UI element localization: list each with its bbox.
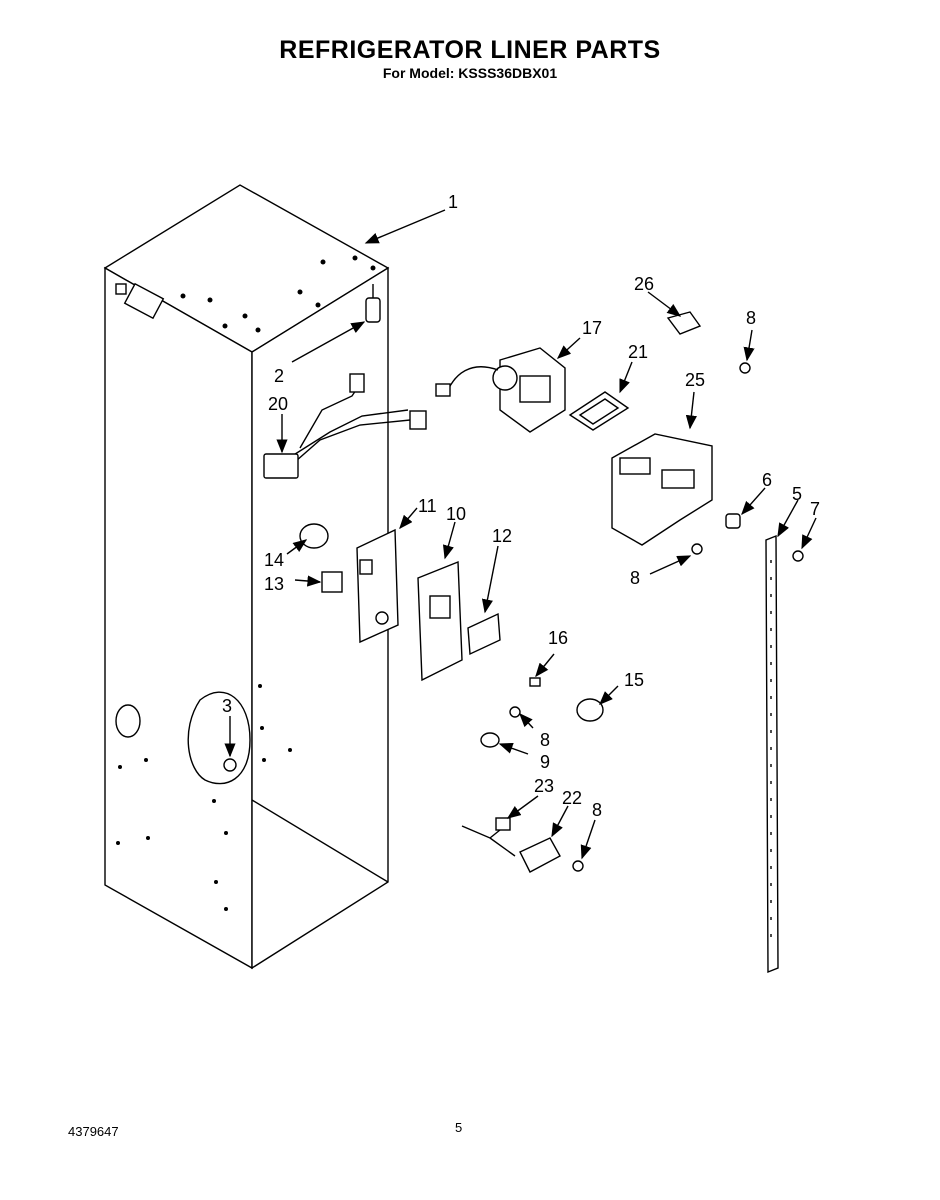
part-11-control-plate (356, 528, 399, 644)
callout-labels: 1 2 20 11 10 12 14 13 16 15 3 8 9 17 21 … (222, 192, 820, 820)
part-6-rail-clip (725, 513, 741, 529)
callout-25: 25 (685, 370, 705, 390)
part-25-control-cover (611, 433, 713, 546)
callout-7: 7 (810, 499, 820, 519)
callout-10: 10 (446, 504, 466, 524)
part-2-light-socket (365, 284, 381, 323)
part-12-pad (467, 612, 501, 656)
callout-leaders (224, 209, 817, 860)
part-23-wire-lead (461, 817, 516, 857)
callout-11: 11 (418, 496, 437, 516)
callout-16: 16 (548, 628, 568, 648)
callout-21: 21 (628, 342, 648, 362)
screw-fasteners (480, 362, 804, 872)
part-14-knob (299, 523, 329, 549)
callout-15: 15 (624, 670, 644, 690)
part-20-wire-harness (263, 373, 427, 479)
part-15-bulb-socket (576, 698, 604, 722)
part-5-shelf-rail (765, 534, 779, 974)
callout-14: 14 (264, 550, 284, 570)
part-22-sensor (519, 837, 561, 873)
callout-13: 13 (264, 574, 284, 594)
part-10-bracket (417, 560, 463, 682)
part-17-thermostat-housing (435, 347, 566, 433)
document-number: 4379647 (68, 1124, 119, 1139)
page-number: 5 (455, 1120, 463, 1135)
liner-mounting-holes (116, 255, 376, 911)
callout-3: 3 (222, 696, 232, 716)
part-26-bracket (666, 311, 702, 335)
callout-8-lower: 8 (540, 730, 550, 750)
page-title: REFRIGERATOR LINER PARTS (279, 36, 661, 64)
callout-6: 6 (762, 470, 772, 490)
callout-12: 12 (492, 526, 512, 546)
callout-5: 5 (792, 484, 802, 504)
callout-1: 1 (448, 192, 458, 212)
callout-8-top: 8 (746, 308, 756, 328)
callout-2: 2 (274, 366, 284, 386)
refrigerator-liner (103, 184, 390, 970)
callout-17: 17 (582, 318, 602, 338)
part-16-clip (529, 677, 541, 687)
callout-23: 23 (534, 776, 554, 796)
callout-8-bottom: 8 (592, 800, 602, 820)
part-13-label (321, 571, 343, 593)
part-21-gasket (568, 391, 630, 431)
callout-26: 26 (634, 274, 654, 294)
part-3-light-shield (187, 691, 251, 785)
model-subtitle: For Model: KSSS36DBX01 (382, 65, 558, 81)
callout-20: 20 (268, 394, 288, 414)
callout-22: 22 (562, 788, 582, 808)
callout-9: 9 (540, 752, 550, 772)
callout-8-middle: 8 (630, 568, 640, 588)
